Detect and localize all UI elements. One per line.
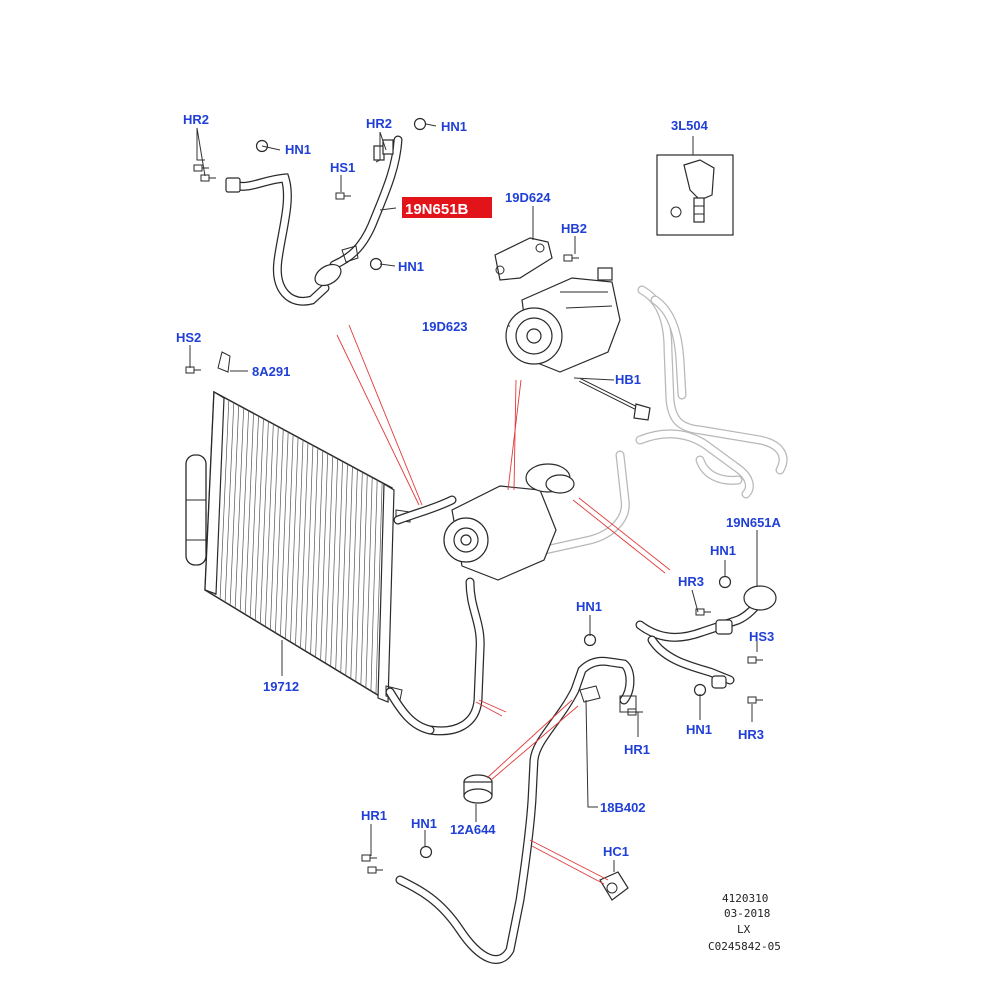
nut-icon	[693, 683, 707, 697]
condenser-fin	[300, 442, 309, 649]
condenser-19712	[185, 351, 411, 703]
bracket-19d624	[494, 237, 553, 281]
bolt-icon	[200, 174, 216, 182]
bolt-icon	[695, 608, 711, 616]
nut-icon	[413, 117, 427, 131]
condenser-fin	[360, 474, 368, 685]
callout-hs1: HS1	[330, 160, 355, 175]
condenser-fin	[335, 461, 343, 670]
condenser-fin	[350, 469, 358, 679]
nut-icon	[419, 845, 433, 859]
condenser-fin	[264, 423, 274, 627]
callout-hr1: HR1	[624, 742, 650, 757]
compressor-19d623	[505, 267, 651, 421]
condenser-fin	[285, 434, 294, 639]
callout-hn1: HN1	[398, 259, 424, 274]
compressor-installed	[385, 463, 575, 736]
callout-hr3: HR3	[678, 574, 704, 589]
callout-8a291: 8A291	[252, 364, 290, 379]
callout-3l504: 3L504	[671, 118, 709, 133]
condenser-fin	[234, 407, 245, 609]
inset-3l504	[656, 154, 734, 236]
condenser-fin	[310, 447, 319, 655]
callout-12a644: 12A644	[450, 822, 496, 837]
catalogue-reference: C0245842-05	[708, 940, 781, 953]
callout-19d623: 19D623	[422, 319, 468, 334]
callout-hb1: HB1	[615, 372, 641, 387]
condenser-fin	[315, 450, 324, 658]
bolt-icon	[563, 254, 579, 262]
hose-19n651b	[225, 135, 403, 306]
nut-icon	[583, 633, 597, 647]
condenser-fin	[270, 426, 279, 630]
bolt-icon	[747, 696, 763, 704]
condenser-fin	[290, 437, 299, 642]
callout-hn1: HN1	[686, 722, 712, 737]
callout-18b402: 18B402	[600, 800, 646, 815]
clip-hc1	[599, 871, 629, 901]
callout-19d624: 19D624	[505, 190, 551, 205]
condenser-fin	[295, 439, 304, 646]
bolt-icon	[193, 164, 209, 172]
bolt-icon	[185, 366, 201, 374]
condenser-fin	[320, 453, 329, 661]
callout-labels: HR2 HN1 HR2 HN1 HS1 19N651B HN1 3L504 19…	[176, 112, 782, 859]
callout-hs2: HS2	[176, 330, 201, 345]
callout-hn1: HN1	[441, 119, 467, 134]
callout-hr1: HR1	[361, 808, 387, 823]
background-pipework	[540, 285, 788, 555]
callout-hc1: HC1	[603, 844, 629, 859]
condenser-fin	[370, 479, 378, 691]
condenser-fin	[254, 418, 264, 621]
bolt-icon	[747, 656, 763, 664]
bolt-icon	[335, 192, 351, 200]
condenser-fin	[340, 463, 348, 673]
callout-hb2: HB2	[561, 221, 587, 236]
condenser-fin	[259, 421, 269, 624]
condenser-fin	[244, 413, 254, 615]
callout-hr2: HR2	[183, 112, 209, 127]
condenser-fin	[365, 477, 373, 688]
bolt-icon	[627, 708, 643, 716]
callout-hn1: HN1	[576, 599, 602, 614]
condenser-fin	[325, 455, 334, 664]
callout-19712: 19712	[263, 679, 299, 694]
condenser-fin	[249, 415, 259, 618]
drawing-number: 4120310	[722, 892, 768, 905]
condenser-fin	[355, 471, 363, 682]
callout-hs3: HS3	[749, 629, 774, 644]
condenser-fin	[305, 445, 314, 652]
bolt-icon	[361, 854, 377, 862]
callout-hr2: HR2	[366, 116, 392, 131]
pressure-switch-12a644	[463, 774, 493, 804]
condenser-fin	[239, 410, 249, 612]
condenser-fin	[345, 466, 353, 676]
nut-icon	[718, 575, 732, 589]
callout-hn1: HN1	[285, 142, 311, 157]
condenser-fin	[224, 402, 235, 603]
condenser-fin	[330, 458, 338, 667]
condenser-fin	[375, 482, 383, 694]
highlight-box	[402, 197, 492, 218]
highlight-pointers	[336, 324, 671, 885]
callout-19n651b-highlighted: 19N651B	[405, 201, 469, 218]
condenser-fin	[229, 405, 240, 606]
drawing-date: 03-2018	[724, 907, 770, 920]
drawing-reference-block: 4120310 03-2018 LX C0245842-05	[708, 892, 781, 953]
callout-19n651a: 19N651A	[726, 515, 782, 530]
condenser-fin	[219, 399, 230, 600]
callout-hn1: HN1	[411, 816, 437, 831]
bolt-icon	[367, 866, 383, 874]
nut-icon	[369, 257, 383, 271]
condenser-fin	[280, 431, 289, 636]
condenser-fin	[275, 429, 284, 633]
callout-hn1: HN1	[710, 543, 736, 558]
callout-hr3: HR3	[738, 727, 764, 742]
leader-lines	[189, 123, 758, 872]
model-code: LX	[737, 923, 751, 936]
hose-19n651a	[635, 585, 777, 689]
